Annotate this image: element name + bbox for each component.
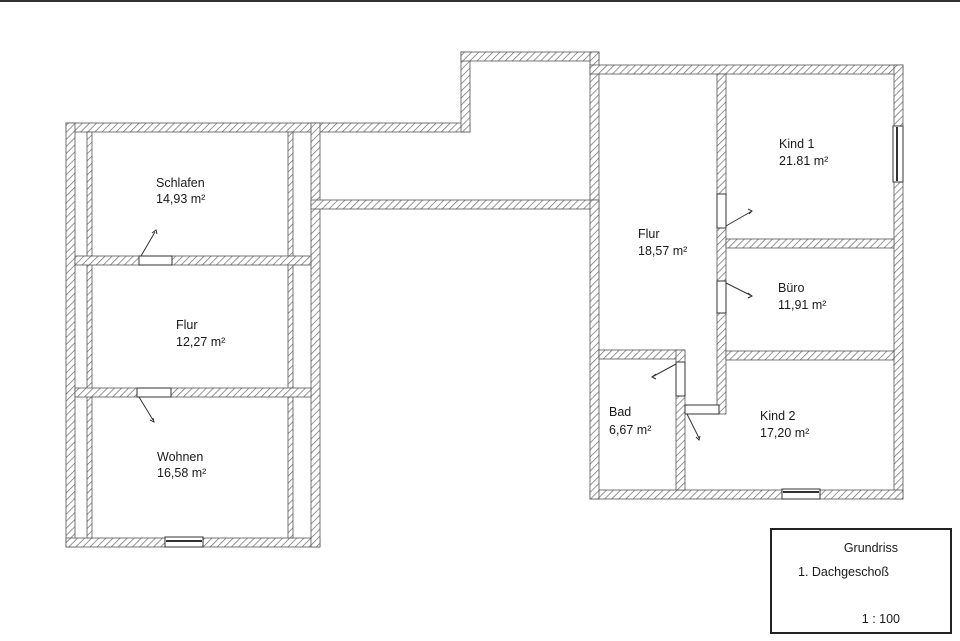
- room-name: Flur: [176, 318, 198, 332]
- wall: [74, 387, 312, 398]
- wall: [460, 51, 600, 62]
- wall: [460, 51, 471, 133]
- room-area: 14,93 m²: [156, 192, 205, 206]
- room-name: Flur: [638, 227, 660, 241]
- top-border: [0, 0, 960, 2]
- wall: [65, 122, 471, 133]
- room-area: 12,27 m²: [176, 335, 225, 349]
- wall: [589, 199, 600, 500]
- door-schlafen: [138, 229, 173, 266]
- room-name: Kind 2: [760, 409, 795, 423]
- wall: [589, 51, 600, 213]
- wall: [65, 122, 76, 548]
- window-kind1: [892, 125, 904, 183]
- wall: [86, 131, 93, 539]
- room-name: Kind 1: [779, 137, 814, 151]
- room-area: 16,58 m²: [157, 466, 206, 480]
- door-buero: [716, 280, 753, 314]
- door-wohnen: [136, 387, 172, 423]
- room-name: Büro: [778, 281, 804, 295]
- room-buero: Büro 11,91 m²: [778, 281, 826, 312]
- wall: [675, 349, 686, 491]
- title-block-title: Grundriss: [843, 541, 898, 555]
- wall: [74, 255, 312, 266]
- room-area: 11,91 m²: [778, 298, 826, 312]
- wall: [716, 73, 727, 415]
- wall: [310, 122, 321, 548]
- room-flur-left: Flur 12,27 m²: [176, 318, 225, 349]
- room-area: 18,57 m²: [638, 244, 687, 258]
- room-flur-right: Flur 18,57 m²: [638, 227, 687, 258]
- room-name: Wohnen: [157, 450, 203, 464]
- wall: [589, 489, 904, 500]
- room-bad: Bad 6,67 m²: [609, 405, 651, 437]
- room-schlafen: Schlafen 14,93 m²: [156, 176, 205, 206]
- title-block: Grundriss 1. Dachgeschoß 1 : 100: [770, 528, 952, 634]
- wall: [725, 238, 895, 249]
- door-kind1: [716, 193, 753, 229]
- wall: [725, 350, 895, 361]
- wall: [287, 131, 294, 539]
- room-wohnen: Wohnen 16,58 m²: [157, 450, 206, 480]
- wall: [598, 349, 686, 360]
- door-bad: [651, 361, 686, 397]
- room-kind1: Kind 1 21.81 m²: [779, 137, 828, 168]
- wall: [310, 199, 600, 210]
- window-wohnen: [164, 536, 204, 548]
- room-area: 6,67 m²: [609, 423, 651, 437]
- room-name: Bad: [609, 405, 631, 419]
- room-kind2: Kind 2 17,20 m²: [760, 409, 809, 440]
- room-area: 21.81 m²: [779, 154, 828, 168]
- room-area: 17,20 m²: [760, 426, 809, 440]
- room-name: Schlafen: [156, 176, 205, 190]
- wall: [589, 64, 904, 75]
- title-block-scale: 1 : 100: [861, 612, 900, 626]
- title-block-floor: 1. Dachgeschoß: [798, 565, 890, 579]
- walls: [65, 51, 904, 548]
- window-kind2: [781, 488, 821, 500]
- door-kind2: [684, 404, 720, 441]
